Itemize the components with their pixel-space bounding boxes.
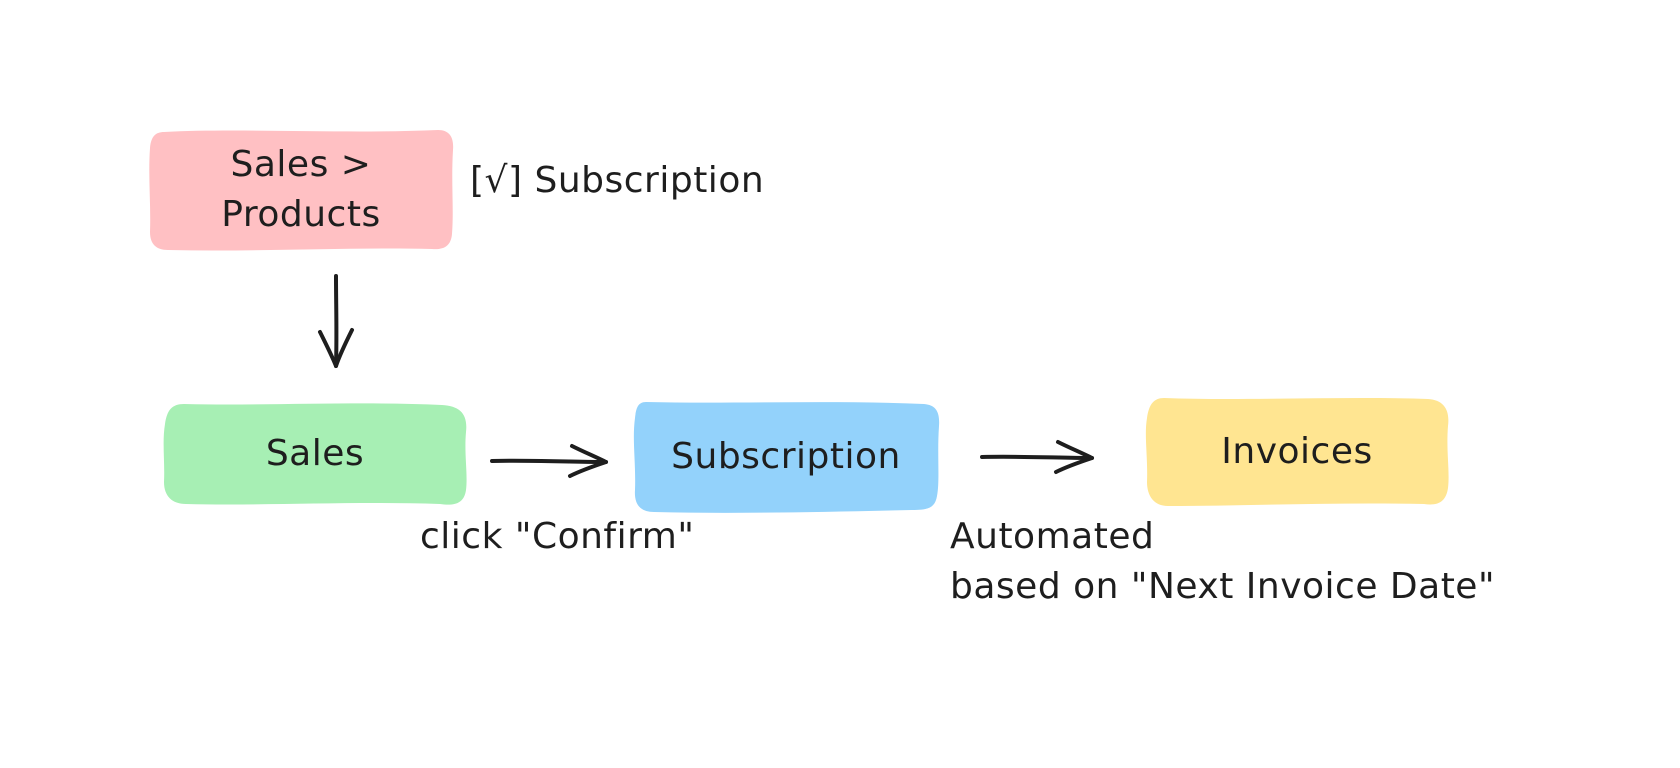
arrow-sales-to-subscription-head — [568, 444, 608, 478]
node-sales-products-label: Sales > Products — [221, 144, 381, 235]
node-subscription-label: Subscription — [671, 436, 901, 477]
node-subscription-shape — [633, 402, 940, 513]
node-sales[interactable]: Sales — [162, 402, 468, 506]
note-automated-line2: based on "Next Invoice Date" — [950, 566, 1496, 607]
arrow-subscription-to-invoices-head — [1054, 440, 1094, 474]
node-sales-label: Sales — [265, 433, 365, 474]
node-invoices-label: Invoices — [1221, 431, 1373, 472]
node-invoices-shape — [1145, 398, 1449, 506]
node-invoices[interactable]: Invoices — [1144, 396, 1450, 508]
node-subscription[interactable]: Subscription — [632, 400, 940, 514]
node-sales-fill — [163, 403, 467, 505]
note-click-confirm: click "Confirm" — [420, 516, 695, 557]
note-automated-line1: Automated — [950, 516, 1155, 557]
node-sales-products-shape — [149, 130, 454, 251]
node-subscription-fill — [633, 402, 940, 513]
arrow-subscription-to-invoices-shaft — [980, 454, 1094, 460]
node-sales-products-fill — [149, 130, 454, 251]
arrow-sales-to-subscription-shaft — [490, 458, 608, 464]
node-invoices-fill — [1145, 398, 1449, 506]
node-sales-shape — [163, 403, 467, 505]
note-subscription-checkbox: [√] Subscription — [470, 160, 765, 201]
node-sales-products[interactable]: Sales > Products — [148, 128, 454, 252]
arrow-products-to-sales-head — [318, 328, 354, 368]
note-automated: Automated based on "Next Invoice Date" — [950, 512, 1495, 612]
arrow-subscription-to-invoices — [980, 440, 1094, 474]
arrow-products-to-sales — [318, 274, 354, 368]
arrow-sales-to-subscription — [490, 444, 608, 478]
